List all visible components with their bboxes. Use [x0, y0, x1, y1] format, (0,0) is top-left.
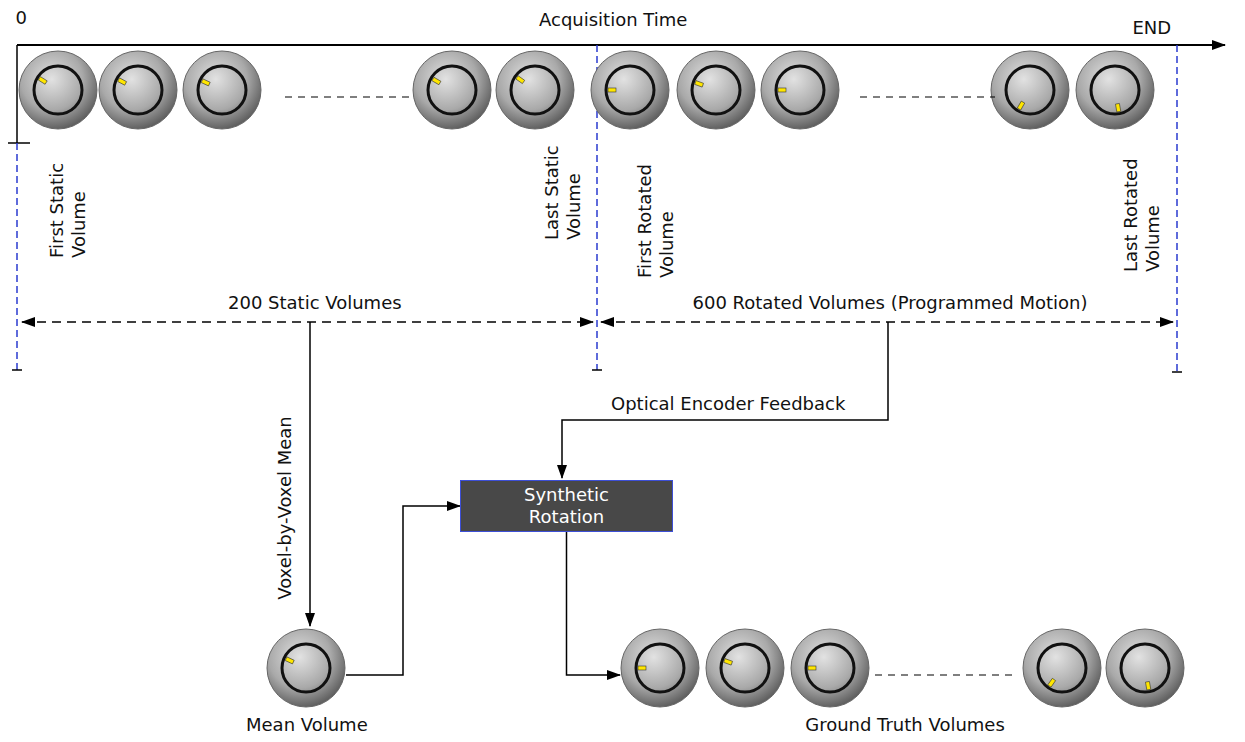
volume-caption: Last Static Volume	[541, 90, 585, 240]
arrow-label: Optical Encoder Feedback	[611, 393, 845, 415]
ellipsis-dashes	[285, 96, 995, 97]
mean-volume-disc	[267, 629, 345, 707]
ground-truth-row	[621, 629, 1184, 707]
node-label: Ground Truth Volumes	[620, 714, 1190, 736]
dimension-label: 200 Static Volumes	[228, 292, 402, 314]
boundary-lines	[17, 45, 1177, 372]
mean-arrow	[309, 322, 311, 626]
shape-area	[266, 628, 346, 708]
volume-caption: Last Rotated Volume	[1120, 122, 1164, 272]
shape-area	[620, 628, 1190, 708]
volume-band: Ground Truth Volumes	[620, 628, 1190, 736]
process-box: Synthetic Rotation	[460, 480, 673, 532]
feedback-arrow	[562, 322, 888, 478]
arrow-label: Voxel-by-Voxel Mean	[274, 416, 296, 600]
axis-tick	[8, 142, 30, 144]
time-axis	[17, 44, 1225, 46]
connector-arrow	[346, 506, 460, 675]
boundary-ticks	[12, 370, 1182, 372]
axis-end: END	[1133, 17, 1172, 39]
dimension-label: 600 Rotated Volumes (Programmed Motion)	[693, 292, 1088, 314]
axis-title: Acquisition Time	[539, 9, 687, 31]
dimension-lines	[22, 321, 1173, 323]
node-label: Mean Volume	[246, 714, 366, 736]
volume-caption: First Rotated Volume	[634, 128, 678, 278]
marker-tick	[285, 657, 294, 664]
axis-tick	[16, 45, 18, 143]
axis-origin: 0	[16, 7, 27, 29]
volume-row	[19, 51, 1154, 129]
connector-arrow	[567, 532, 621, 675]
marker-ticks	[38, 76, 1121, 112]
volume-node: Mean Volume	[246, 628, 366, 736]
node-label: Synthetic Rotation	[502, 484, 632, 528]
volume-caption: First Static Volume	[46, 108, 90, 258]
